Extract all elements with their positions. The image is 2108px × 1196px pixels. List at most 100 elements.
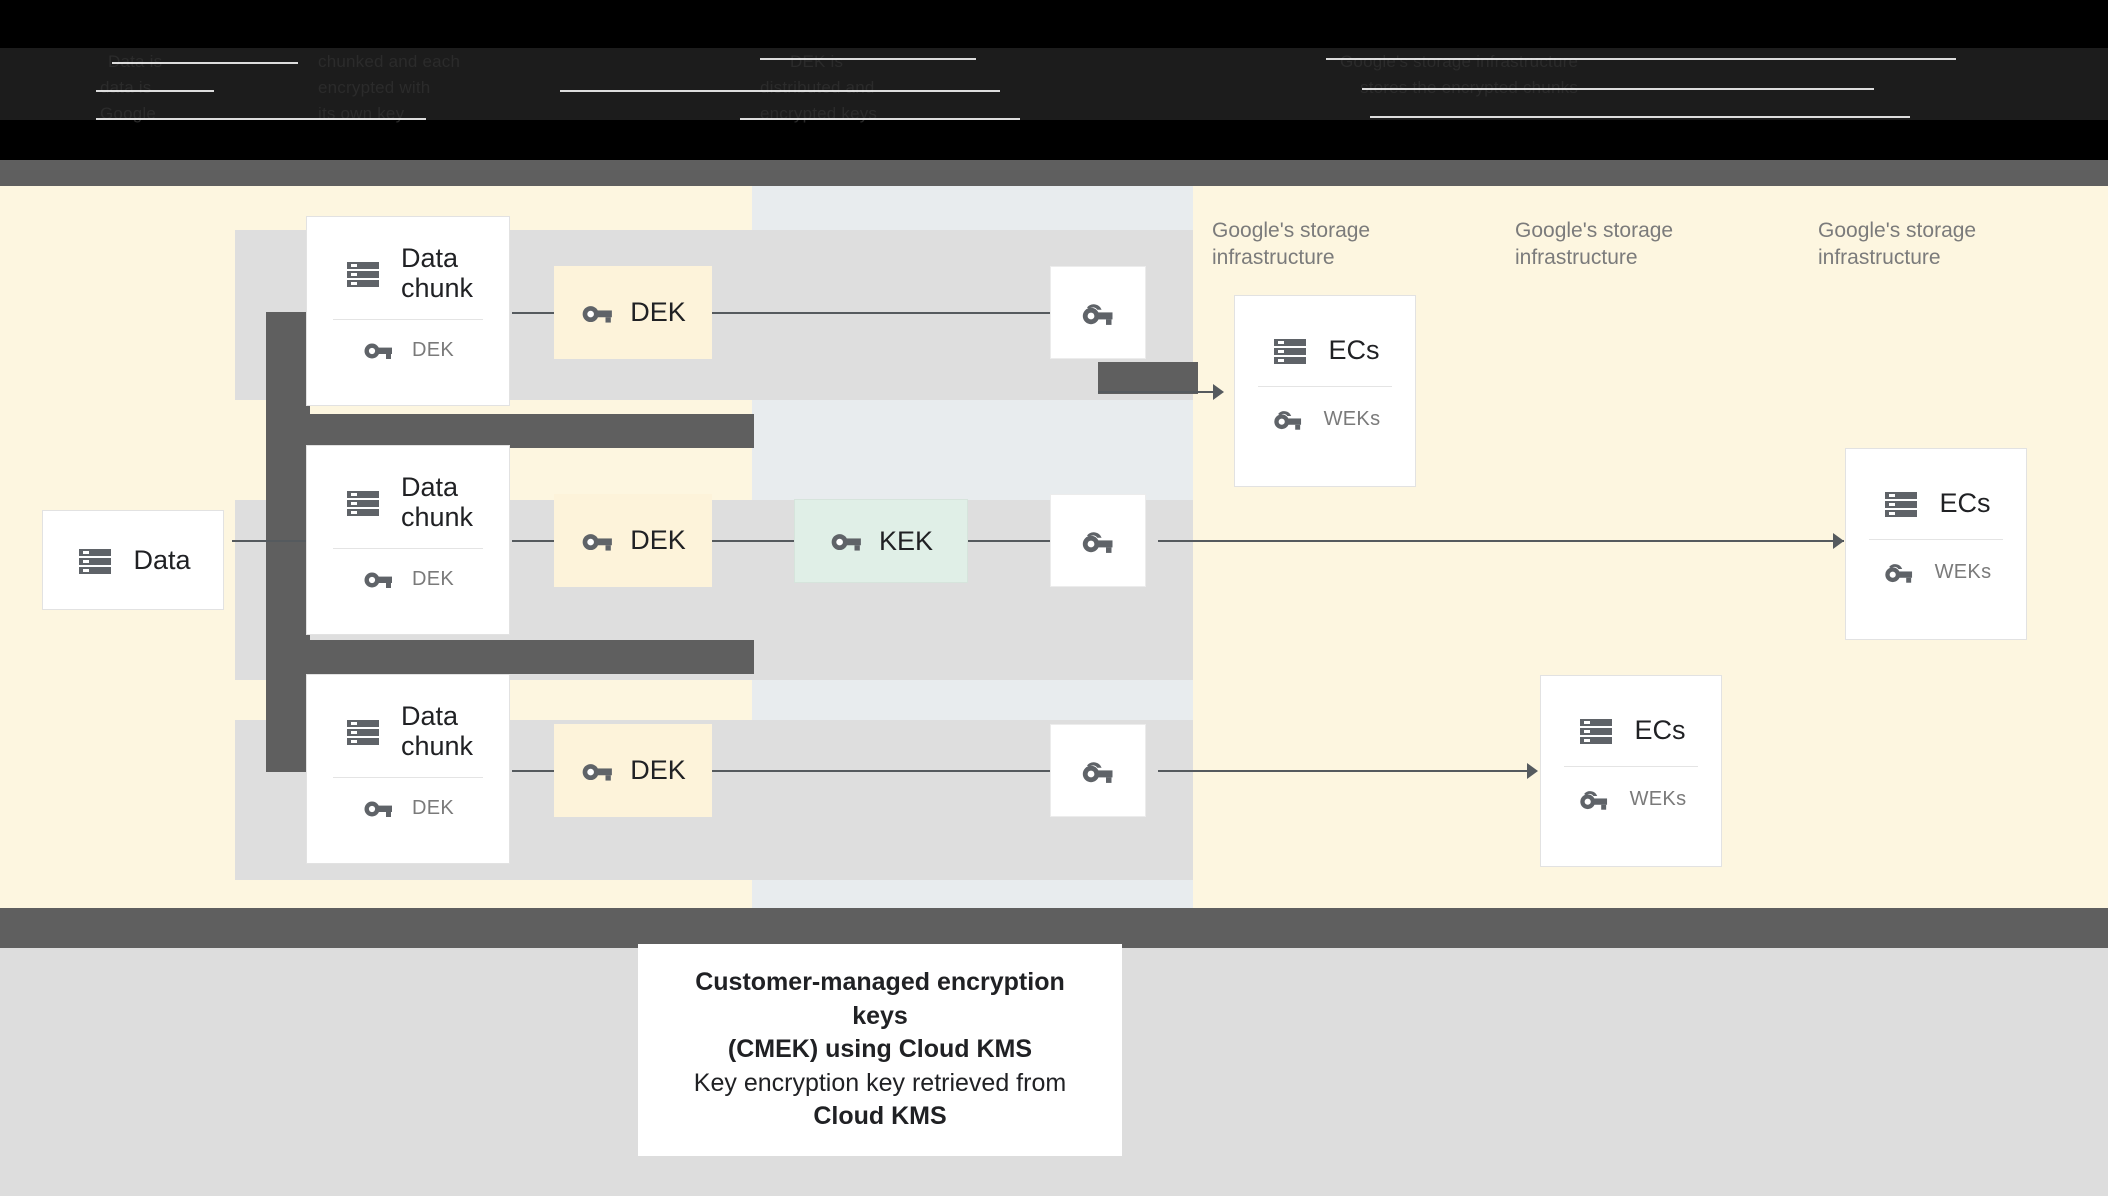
card-divider [333, 777, 483, 779]
key-icon [362, 563, 394, 595]
chip-wek-2[interactable] [1050, 494, 1146, 587]
caption-line-2: (CMEK) using Cloud KMS [727, 1035, 1033, 1064]
wire-dek1-to-wek1 [712, 312, 1050, 314]
card-data-chunk-1-key-label: DEK [411, 338, 455, 361]
header-rule-5 [560, 90, 1000, 92]
header-rule-4 [96, 90, 214, 92]
storage-icon [343, 711, 383, 751]
header-text-row-3b: its own key [318, 104, 405, 123]
storage-icon [1576, 710, 1616, 750]
header-rule-6 [1362, 88, 1874, 90]
header-rule-8 [740, 118, 1020, 120]
zone-label-3: Google's storage infrastructure [1818, 219, 1977, 269]
key-icon [829, 524, 863, 558]
header-text-row-2d: stores the encrypted chunks [1360, 78, 1578, 98]
wire-dek3-to-wek3 [712, 770, 1050, 772]
wire-wek1-to-ecs1 [1098, 391, 1222, 393]
header-rule-3 [1326, 58, 1956, 60]
card-data-chunk-1[interactable]: Data chunk DEK [306, 216, 510, 406]
caption-box: Customer-managed encryption keys (CMEK) … [638, 944, 1122, 1156]
header-rule-2 [760, 58, 976, 60]
wire-wek3-to-ecs2 [1158, 770, 1536, 772]
header-rule-1 [112, 62, 298, 64]
chip-dek-1-label: DEK [630, 297, 686, 327]
card-ecs-3-title: ECs [1939, 487, 1991, 518]
card-ecs-3[interactable]: ECs WEKs [1845, 448, 2027, 640]
wire-data-to-chunks [232, 540, 352, 542]
card-data-chunk-3-title: Data chunk [400, 701, 474, 762]
occlusion-bar-footer [0, 908, 2108, 948]
occlusion-bar-vertical-left [266, 312, 310, 772]
card-ecs-1[interactable]: ECs WEKs [1234, 295, 1416, 487]
chip-wek-3[interactable] [1050, 724, 1146, 817]
chip-kek[interactable]: KEK [794, 499, 968, 583]
double-key-icon [1078, 293, 1118, 333]
card-data-chunk-3-key-label: DEK [411, 796, 455, 819]
wire-wek2-to-ecs3 [1158, 540, 1844, 542]
chip-dek-2[interactable]: DEK [554, 494, 712, 587]
header-text-row-2a: data is [100, 78, 152, 97]
arrowhead-ecs1 [1213, 384, 1224, 400]
card-data-source[interactable]: Data [42, 510, 224, 610]
chip-kek-label: KEK [878, 525, 934, 556]
card-data-chunk-2-key-label: DEK [411, 567, 455, 590]
key-icon [580, 296, 614, 330]
card-divider [1869, 539, 2003, 540]
header-rule-9 [1370, 116, 1910, 118]
double-key-icon [1078, 521, 1118, 561]
card-data-chunk-1-title: Data chunk [400, 243, 474, 304]
card-ecs-2-title: ECs [1634, 714, 1686, 745]
header-text-row-1c: DEK is [790, 52, 844, 71]
arrowhead-ecs2 [1527, 763, 1538, 779]
chip-dek-3-label: DEK [630, 755, 686, 785]
arrowhead-ecs3 [1833, 533, 1844, 549]
header-text-row-1d: Google's storage infrastructure [1340, 52, 1579, 71]
zone-label-2: Google's storage infrastructure [1515, 219, 1674, 269]
double-key-icon [1881, 554, 1917, 590]
storage-icon [343, 253, 383, 293]
card-divider [333, 319, 483, 321]
chip-wek-1[interactable] [1050, 266, 1146, 359]
card-ecs-2-key-label: WEKs [1629, 787, 1687, 810]
caption-line-4-strong: Cloud KMS [813, 1102, 947, 1131]
header-obscured-strip [0, 48, 2108, 120]
card-divider [333, 548, 483, 550]
storage-icon [1270, 330, 1310, 370]
card-data-chunk-2-title: Data chunk [400, 472, 474, 533]
card-data-chunk-2[interactable]: Data chunk DEK [306, 445, 510, 635]
double-key-icon [1270, 401, 1306, 437]
key-icon [580, 754, 614, 788]
header-text-row-2b: encrypted with [318, 78, 431, 97]
wire-kek-to-wek2 [968, 540, 1052, 542]
zone-label-1: Google's storage infrastructure [1212, 219, 1371, 269]
card-divider [1258, 386, 1392, 387]
double-key-icon [1576, 781, 1612, 817]
caption-line-4: Cloud KMS [813, 1100, 946, 1134]
header-text-row-1a: Data is [108, 52, 162, 72]
occlusion-bar-row-2 [266, 640, 754, 674]
card-divider [1564, 766, 1698, 767]
key-icon [362, 792, 394, 824]
header-text-row-1b: chunked and each [318, 52, 461, 71]
card-ecs-1-key-label: WEKs [1323, 407, 1381, 430]
header-text-row-3c: encrypted keys [760, 104, 878, 123]
storage-icon [1881, 483, 1921, 523]
header-text-row-3a: Google [100, 104, 157, 123]
caption-line-1: Customer-managed encryption keys [695, 968, 1065, 1030]
key-icon [580, 524, 614, 558]
header-bottom-bar [0, 160, 2108, 186]
header-rule-7 [96, 118, 426, 120]
card-ecs-2[interactable]: ECs WEKs [1540, 675, 1722, 867]
header-text-row-2c: distributed and [760, 78, 875, 97]
occlusion-bar-row-3 [1098, 362, 1198, 394]
caption-line-3: Key encryption key retrieved from [693, 1068, 1067, 1097]
card-data-source-title: Data [133, 544, 191, 575]
storage-icon [343, 482, 383, 522]
card-ecs-3-key-label: WEKs [1934, 560, 1992, 583]
occlusion-bar-row-1 [266, 414, 754, 448]
chip-dek-1[interactable]: DEK [554, 266, 712, 359]
card-data-chunk-3[interactable]: Data chunk DEK [306, 674, 510, 864]
chip-dek-3[interactable]: DEK [554, 724, 712, 817]
double-key-icon [1078, 751, 1118, 791]
